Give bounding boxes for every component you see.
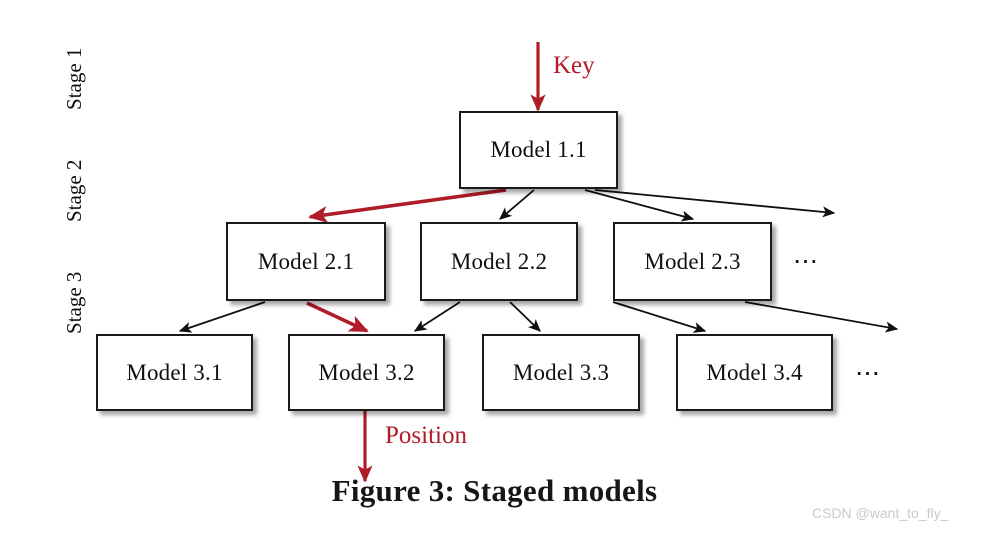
- node-model-3-2[interactable]: Model 3.2: [288, 334, 445, 411]
- annotation-position: Position: [385, 422, 467, 449]
- node-model-2-3[interactable]: Model 2.3: [613, 222, 772, 301]
- stage-label-2-text: Stage 2: [62, 159, 86, 222]
- node-model-3-4[interactable]: Model 3.4: [676, 334, 833, 411]
- edge-model-2-3-to-stage-3-ellipsis: [744, 301, 899, 333]
- edge-model-2-2-to-model-3-3: [509, 301, 541, 332]
- node-model-3-1[interactable]: Model 3.1: [96, 334, 253, 411]
- node-model-1-1-label: Model 1.1: [490, 137, 587, 162]
- node-model-3-3-label: Model 3.3: [512, 359, 610, 385]
- node-model-3-1-label: Model 3.1: [126, 359, 223, 385]
- edge-model-1-1-to-model-2-2: [499, 189, 535, 220]
- stage-3-ellipsis: ⋯: [855, 360, 882, 387]
- edge-model-1-1-to-model-2-3: [584, 189, 695, 222]
- edge-model-2-2-to-model-3-2: [413, 301, 461, 332]
- node-model-1-1[interactable]: Model 1.1: [459, 111, 618, 189]
- watermark: CSDN @want_to_fly_: [812, 505, 949, 521]
- node-model-2-2[interactable]: Model 2.2: [420, 222, 578, 301]
- node-model-3-2-label: Model 3.2: [318, 359, 415, 385]
- edge-model-1-1-to-model-2-1: [308, 188, 507, 224]
- node-model-3-4-label: Model 3.4: [706, 359, 803, 385]
- edge-model-1-1-to-stage-2-ellipsis: [594, 189, 836, 218]
- annotation-key: Key: [553, 52, 595, 79]
- node-model-2-1-label: Model 2.1: [257, 248, 355, 274]
- stage-label-3-text: Stage 3: [62, 271, 86, 334]
- node-model-2-2-label: Model 2.2: [450, 248, 548, 274]
- node-model-2-3-label: Model 2.3: [644, 248, 741, 274]
- stage-label-1-text: Stage 1: [62, 47, 86, 110]
- node-model-3-3[interactable]: Model 3.3: [482, 334, 640, 411]
- stage-2-ellipsis: ⋯: [793, 248, 820, 275]
- edge-model-2-1-to-model-3-2: [306, 301, 369, 333]
- edge-model-2-3-to-model-3-4: [612, 301, 707, 333]
- edge-model-2-1-to-model-3-1: [178, 301, 266, 333]
- node-model-2-1[interactable]: Model 2.1: [226, 222, 386, 301]
- figure-caption: Figure 3: Staged models: [331, 473, 658, 508]
